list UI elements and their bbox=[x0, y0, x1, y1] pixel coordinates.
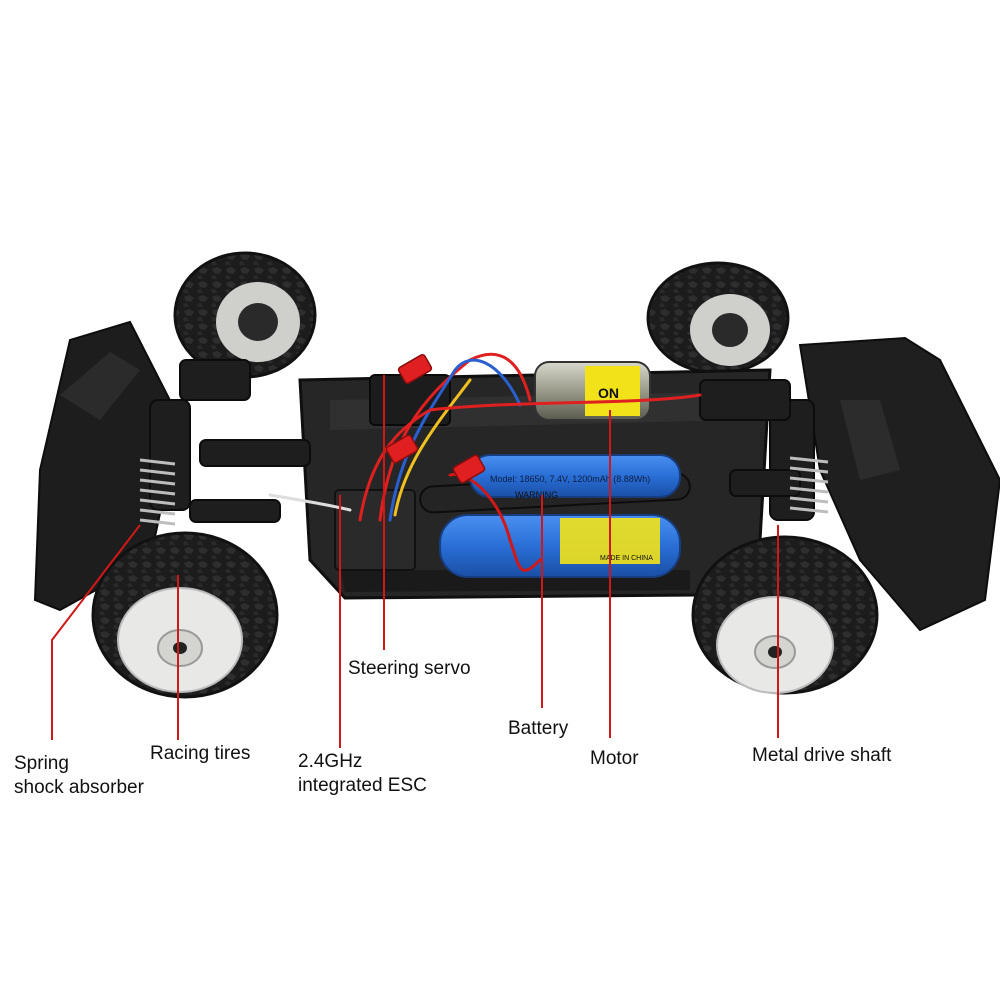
motor-label-text: ON bbox=[598, 385, 619, 401]
left-spring bbox=[139, 458, 176, 526]
callout-motor: Motor bbox=[590, 747, 639, 771]
callout-esc-line2: integrated ESC bbox=[298, 775, 427, 796]
front-left-tire bbox=[91, 531, 279, 699]
motor: ON bbox=[534, 361, 651, 421]
connectors bbox=[385, 354, 486, 484]
callout-racing-tires: Racing tires bbox=[150, 742, 250, 766]
callout-tires-line1: Racing tires bbox=[150, 743, 251, 764]
callout-esc-line1: 2.4GHz bbox=[298, 751, 363, 772]
callout-battery: Battery bbox=[508, 717, 568, 741]
battery-pack: Model: 18650, 7.4V, 1200mAh (8.88Wh) WAR… bbox=[439, 454, 681, 578]
callout-motor-line1: Motor bbox=[590, 748, 639, 769]
callout-integrated-esc: 2.4GHz integrated ESC bbox=[298, 750, 427, 798]
callout-driveshaft-line1: Metal drive shaft bbox=[752, 745, 892, 766]
right-spring bbox=[789, 456, 829, 514]
esc-board bbox=[334, 489, 416, 571]
callout-spring-line1: Spring bbox=[14, 753, 69, 774]
front-right-tire bbox=[691, 535, 879, 695]
callout-battery-line1: Battery bbox=[508, 718, 569, 739]
battery-warning-text: WARNING bbox=[515, 490, 558, 500]
battery-origin-text: MADE IN CHINA bbox=[600, 555, 653, 562]
battery-spec-text: Model: 18650, 7.4V, 1200mAh (8.88Wh) bbox=[490, 474, 650, 484]
wiring bbox=[268, 352, 702, 572]
callout-spring-line2: shock absorber bbox=[14, 777, 144, 798]
leader-lines bbox=[51, 375, 779, 748]
leader-line-shock bbox=[51, 524, 141, 740]
callout-servo-line1: Steering servo bbox=[348, 658, 471, 679]
callout-metal-drive-shaft: Metal drive shaft bbox=[752, 744, 891, 768]
rear-left-tire bbox=[173, 251, 317, 379]
callout-steering-servo: Steering servo bbox=[348, 657, 471, 681]
callout-spring-shock-absorber: Spring shock absorber bbox=[14, 752, 144, 800]
rear-right-tire bbox=[646, 261, 790, 375]
